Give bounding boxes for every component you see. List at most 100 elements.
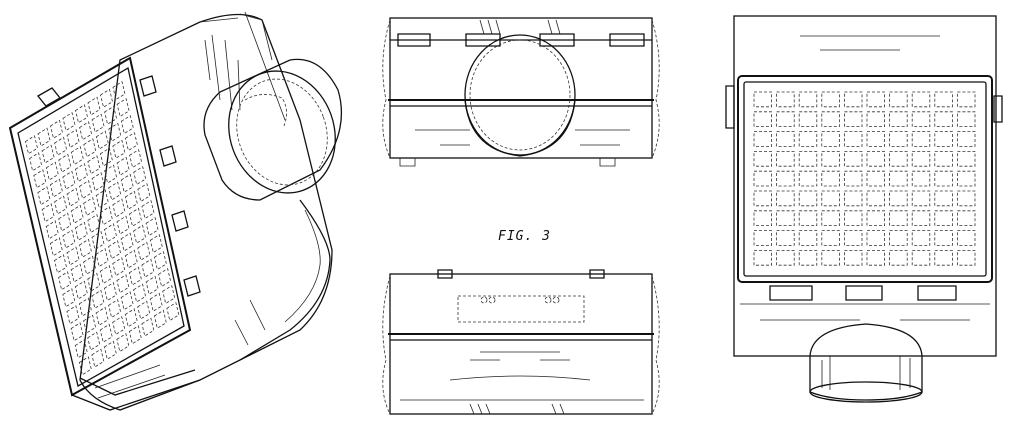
filter-cell (54, 254, 67, 274)
filter-cell (934, 111, 953, 128)
filter-cell (957, 150, 976, 167)
filter-cell (145, 217, 159, 237)
filter-cell (128, 325, 142, 345)
filter-cell (133, 283, 147, 303)
filter-cell (957, 190, 976, 207)
filter-cell (844, 249, 863, 266)
filter-cell (776, 210, 795, 227)
filter-cell (58, 153, 72, 173)
filter-cell (99, 147, 113, 167)
filter-cell (957, 230, 976, 246)
filter-cell (934, 230, 953, 246)
filter-cell (95, 130, 109, 150)
filter-cell (49, 178, 63, 198)
filter-cell (153, 309, 167, 329)
filter-cell (934, 210, 953, 227)
filter-cell (62, 170, 76, 190)
filter-cell (798, 230, 818, 246)
filter-cell (124, 190, 138, 210)
filter-cell (866, 190, 886, 207)
filter-cell (957, 111, 976, 128)
filter-cell (889, 210, 908, 227)
filter-cell (145, 275, 159, 295)
filter-cell (866, 131, 886, 147)
filter-cell (54, 136, 68, 156)
filter-cell (776, 150, 795, 167)
filter-cell (753, 150, 773, 167)
filter-cell (91, 231, 105, 251)
filter-cell (821, 249, 840, 266)
filter-cell (889, 249, 908, 266)
filter-cell (108, 181, 122, 201)
filter-cell (844, 190, 863, 207)
filter-cell (116, 98, 130, 118)
filter-cell (99, 323, 113, 343)
filter-cell (129, 207, 142, 227)
bottom-view (382, 269, 660, 415)
filter-cell (33, 169, 47, 189)
filter-cell (934, 131, 953, 147)
filter-cell (112, 139, 126, 159)
filter-cell (889, 111, 908, 128)
filter-cell (798, 190, 818, 207)
filter-cell (54, 195, 68, 215)
filter-cell (79, 238, 92, 258)
filter-cell (87, 96, 101, 116)
filter-cell (776, 91, 795, 108)
filter-cell (87, 155, 101, 175)
filter-cell (37, 127, 51, 147)
filter-cell (91, 172, 105, 192)
filter-cell (66, 305, 80, 325)
filter-cell (99, 265, 113, 285)
filter-cell (70, 146, 84, 166)
filter-cell (821, 91, 840, 108)
filter-cell (70, 322, 84, 342)
filter-cell (753, 210, 773, 227)
filter-cell (58, 271, 72, 291)
filter-cell (844, 150, 863, 167)
filter-cell (821, 131, 840, 147)
filter-cell (911, 210, 931, 227)
filter-cell (87, 214, 101, 234)
filter-cell (37, 186, 51, 206)
filter-cell (112, 257, 126, 277)
filter-cell (104, 223, 117, 243)
filter-cell (62, 112, 76, 132)
filter-cell (866, 150, 886, 167)
filter-cell (116, 333, 130, 353)
filter-cell (74, 280, 88, 300)
filter-cell (911, 249, 931, 266)
filter-cell (957, 210, 976, 227)
filter-cell (74, 221, 88, 241)
filter-cell (141, 200, 155, 220)
filter-cell (120, 291, 134, 311)
filter-cell (844, 91, 863, 108)
filter-cell (866, 111, 886, 128)
filter-cell (889, 91, 908, 108)
filter-cell (934, 150, 953, 167)
filter-cell (120, 115, 134, 135)
filter-cell (104, 105, 118, 125)
filter-cell (25, 135, 38, 155)
filter-cell (798, 249, 818, 266)
filter-cell (95, 306, 109, 326)
filter-cell (153, 251, 167, 271)
filter-cell (66, 129, 80, 149)
filter-cell (74, 339, 88, 359)
filter-cell (866, 249, 886, 266)
filter-cell (58, 212, 72, 232)
filter-cell (137, 241, 151, 261)
filter-cell (133, 224, 147, 244)
filter-cell (87, 272, 101, 292)
filter-cell (798, 111, 818, 128)
filter-cell (889, 190, 908, 207)
filter-cell (957, 249, 976, 266)
filter-cell (844, 131, 863, 147)
filter-cell (911, 170, 931, 187)
filter-cell (821, 190, 840, 207)
filter-cell (911, 230, 931, 246)
filter-cell (83, 255, 97, 275)
filter-cell (62, 229, 76, 249)
filter-cell (149, 292, 163, 312)
